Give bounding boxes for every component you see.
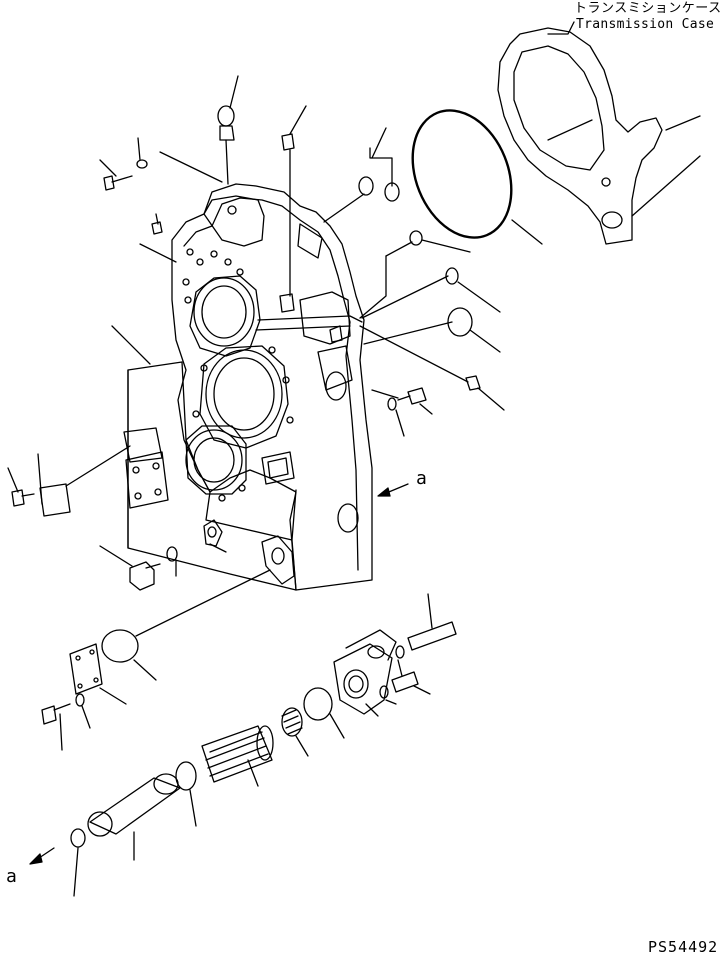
reference-arrow-lower — [29, 847, 55, 865]
eye-bolt-part — [217, 75, 239, 185]
breather-plug-part — [281, 105, 307, 297]
right-mid-bolt-part — [371, 387, 433, 437]
reference-arrow-upper — [377, 483, 409, 497]
oil-filter-part — [70, 687, 345, 897]
cover-plate-left-part — [7, 427, 163, 517]
drawing-code: PS54492 — [648, 938, 719, 956]
filter-cover-part — [41, 569, 271, 751]
transmission-case-part — [497, 21, 701, 245]
transmission-case-label-en: Transmission Case — [576, 17, 715, 32]
drain-plug-part — [99, 519, 295, 591]
filter-head-part — [333, 593, 457, 717]
main-housing-part — [111, 183, 373, 591]
top-left-fasteners-part — [99, 137, 223, 263]
transmission-case-label-jp: トランスミションケース — [574, 1, 722, 16]
reference-label-a-lower: a — [6, 866, 17, 887]
large-o-ring-part — [411, 109, 543, 245]
reference-label-a-upper: a — [416, 468, 427, 489]
small-plugs-right-part — [323, 127, 505, 411]
